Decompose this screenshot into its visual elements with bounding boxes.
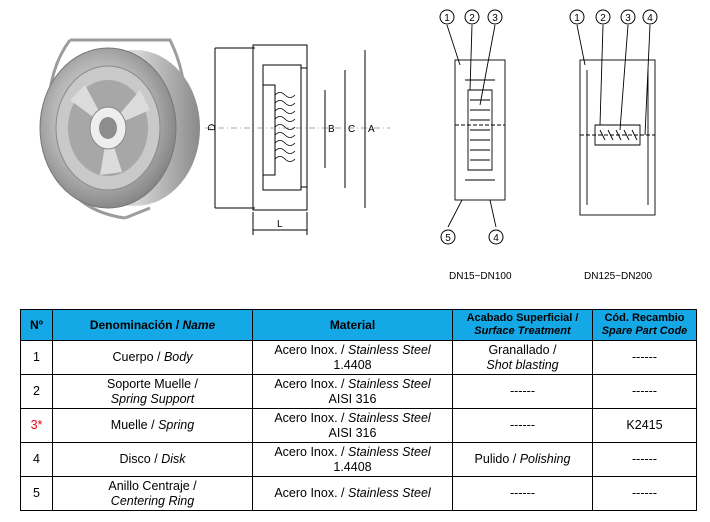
row-surface: Pulido / Polishing: [452, 442, 593, 477]
row-number: 4: [20, 442, 53, 477]
table-row: 1 Cuerpo / Body Acero Inox. / Stainless …: [20, 340, 697, 375]
drawing-dn125-dn200: 1 2 3 4: [569, 9, 658, 216]
callout-4: 4: [493, 233, 499, 244]
callout-2: 2: [469, 13, 475, 24]
row-number: 2: [20, 374, 53, 409]
table-row: 3* Muelle / Spring Acero Inox. / Stainle…: [20, 408, 697, 443]
row-number: 5: [20, 476, 53, 511]
header-material: Material: [252, 309, 453, 341]
callout-large-1: 1: [574, 13, 580, 24]
row-name: Cuerpo / Body: [52, 340, 253, 375]
callout-large-2: 2: [600, 13, 606, 24]
row-number: 1: [20, 340, 53, 375]
row-code: ------: [592, 442, 697, 477]
dimension-label-a: A: [368, 124, 375, 135]
row-number: 3*: [20, 408, 53, 443]
dimension-label-b: B: [328, 124, 335, 135]
section-drawing: D B C A L: [205, 44, 390, 235]
callout-1: 1: [444, 13, 450, 24]
header-no: Nº: [20, 309, 53, 341]
table-row: 2 Soporte Muelle /Spring Support Acero I…: [20, 374, 697, 409]
caption-dn125-dn200: DN125~DN200: [584, 271, 653, 282]
table-row: 4 Disco / Disk Acero Inox. / Stainless S…: [20, 442, 697, 477]
row-name: Disco / Disk: [52, 442, 253, 477]
dimension-label-l: L: [277, 219, 283, 230]
row-code: K2415: [592, 408, 697, 443]
row-surface: ------: [452, 408, 593, 443]
row-code: ------: [592, 340, 697, 375]
row-code: ------: [592, 476, 697, 511]
dimension-label-d: D: [207, 124, 218, 131]
header-surface: Acabado Superficial /Surface Treatment: [452, 309, 593, 341]
row-name: Muelle / Spring: [52, 408, 253, 443]
valve-photo: [39, 38, 200, 220]
header-name: Denominación / Name: [52, 309, 253, 341]
technical-figure: D B C A L 1 2 3 5: [39, 9, 658, 282]
callout-large-4: 4: [647, 13, 653, 24]
dimension-label-c: C: [348, 124, 355, 135]
row-code: ------: [592, 374, 697, 409]
callout-large-3: 3: [625, 13, 631, 24]
row-material: Acero Inox. / Stainless Steel: [252, 476, 453, 511]
row-surface: ------: [452, 374, 593, 409]
row-surface: ------: [452, 476, 593, 511]
parts-table: Nº Denominación / Name Material Acabado …: [20, 309, 697, 511]
row-name: Soporte Muelle /Spring Support: [52, 374, 253, 409]
table-header-row: Nº Denominación / Name Material Acabado …: [20, 309, 697, 341]
drawing-dn15-dn100: 1 2 3 5 4: [439, 9, 506, 245]
table-row: 5 Anillo Centraje /Centering Ring Acero …: [20, 476, 697, 511]
caption-dn15-dn100: DN15~DN100: [449, 271, 512, 282]
callout-5: 5: [445, 233, 451, 244]
row-surface: Granallado /Shot blasting: [452, 340, 593, 375]
row-name: Anillo Centraje /Centering Ring: [52, 476, 253, 511]
callout-3: 3: [492, 13, 498, 24]
